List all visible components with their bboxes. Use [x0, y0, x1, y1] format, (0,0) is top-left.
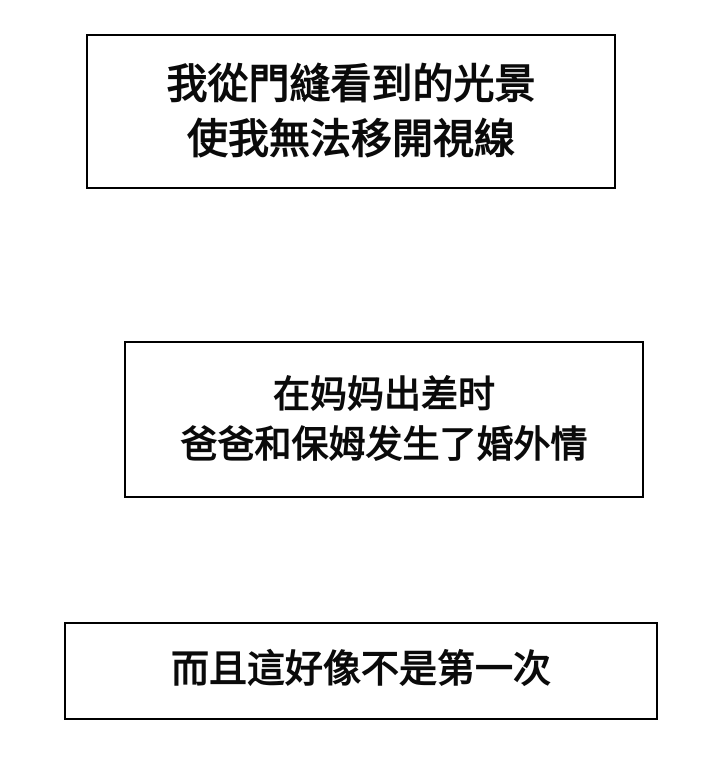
- caption-line: 在妈妈出差时: [273, 374, 495, 416]
- caption-line: 爸爸和保姆发生了婚外情: [180, 423, 588, 465]
- caption-line: 使我無法移開視線: [187, 115, 515, 162]
- caption-box-middle: 在妈妈出差时 爸爸和保姆发生了婚外情: [124, 341, 644, 498]
- caption-box-bottom: 而且這好像不是第一次: [64, 622, 658, 720]
- caption-line: 我從門縫看到的光景: [166, 61, 536, 108]
- caption-box-top: 我從門縫看到的光景 使我無法移開視線: [86, 34, 616, 189]
- caption-line: 而且這好像不是第一次: [170, 649, 551, 692]
